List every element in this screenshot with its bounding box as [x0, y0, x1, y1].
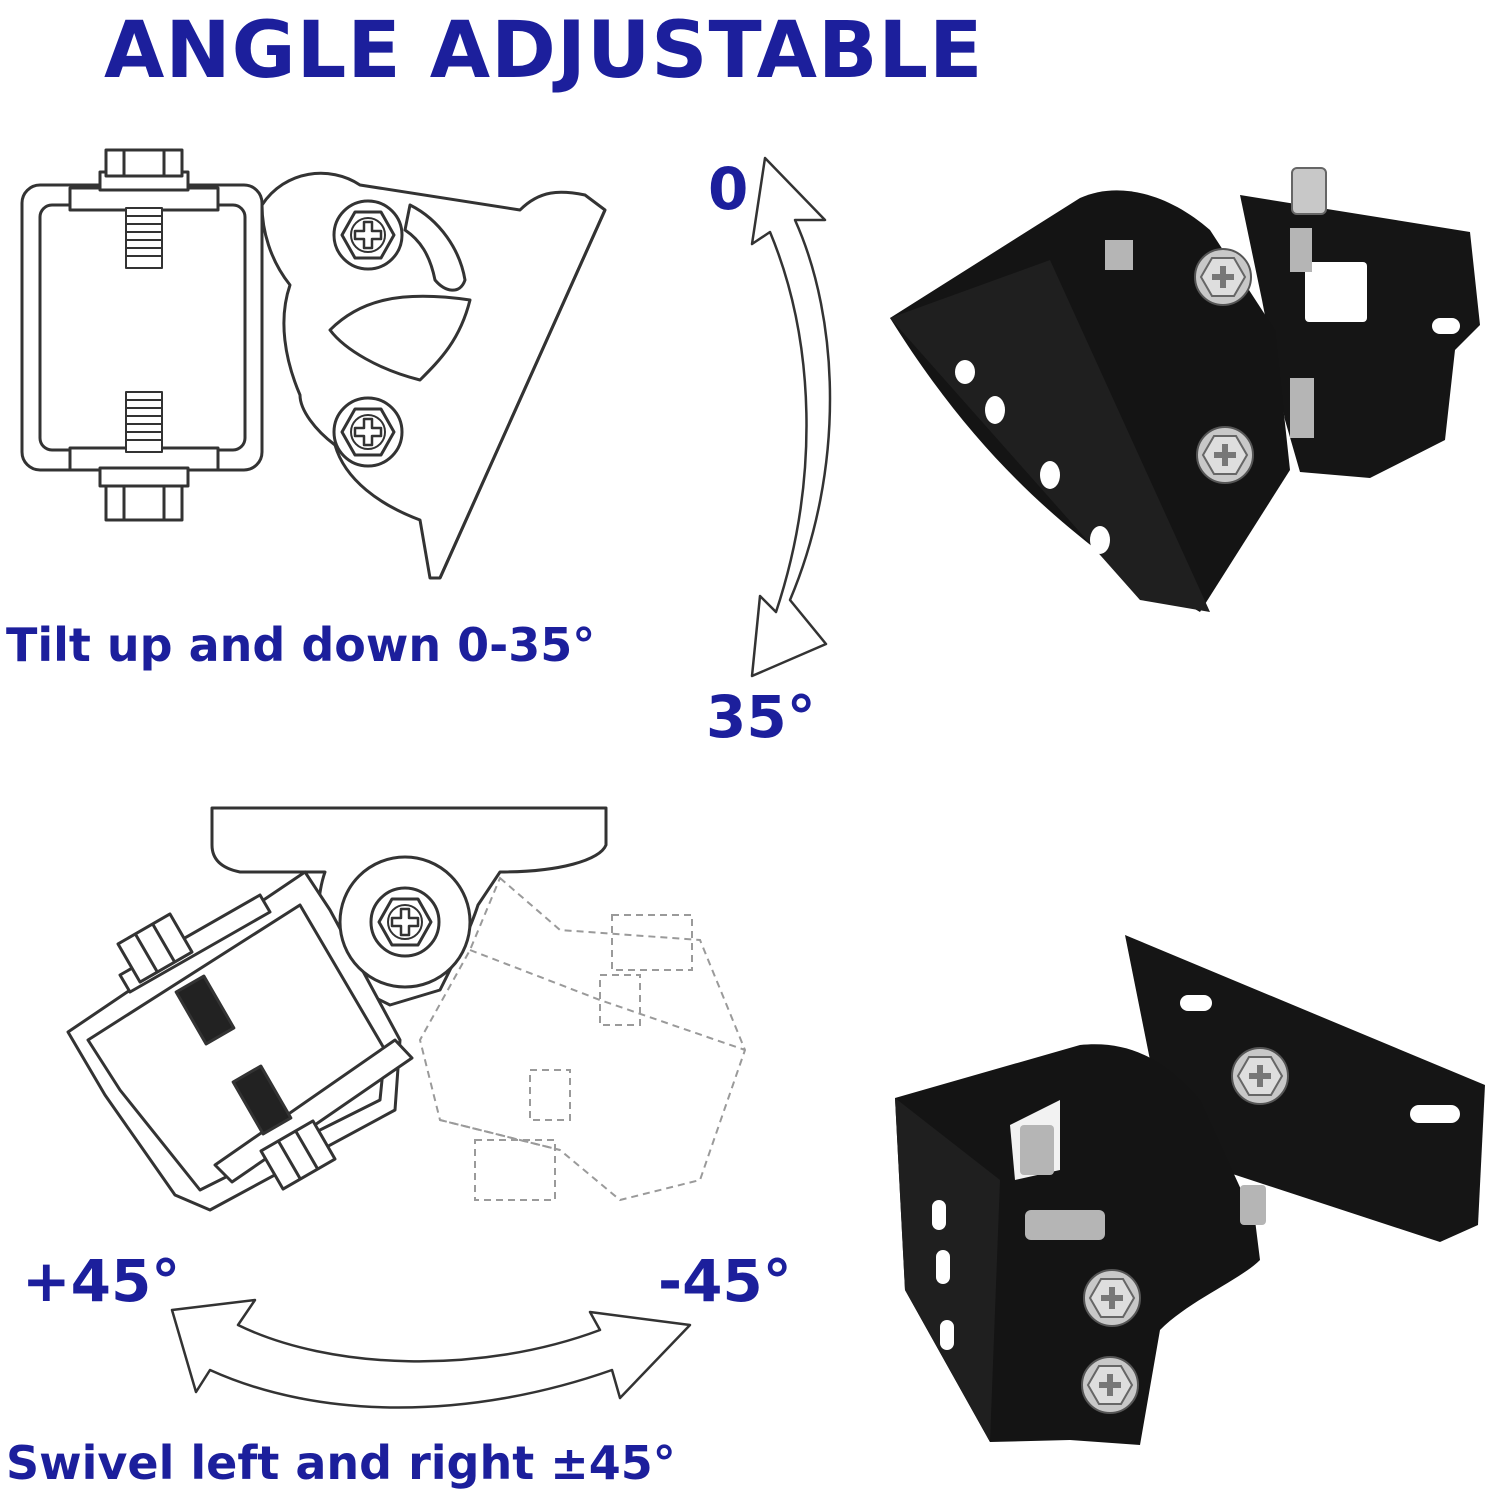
tilt-end-label: 35° — [706, 683, 816, 751]
swivel-left-label: +45° — [22, 1247, 181, 1315]
tilt-line-drawing — [20, 148, 607, 580]
tilt-caption: Tilt up and down 0-35° — [6, 618, 596, 672]
tilt-start-label: 0 — [708, 155, 749, 223]
swivel-arrow-icon — [170, 1298, 692, 1409]
swivel-bracket-photo — [895, 935, 1485, 1445]
swivel-right-label: -45° — [658, 1247, 792, 1315]
swivel-line-drawing — [66, 806, 608, 1212]
tilt-arrow-icon — [750, 156, 832, 678]
swivel-line-drawing-ghost — [418, 876, 747, 1202]
page-title: ANGLE ADJUSTABLE — [104, 6, 984, 96]
swivel-caption: Swivel left and right ±45° — [6, 1436, 676, 1490]
tilt-bracket-photo — [890, 167, 1480, 612]
